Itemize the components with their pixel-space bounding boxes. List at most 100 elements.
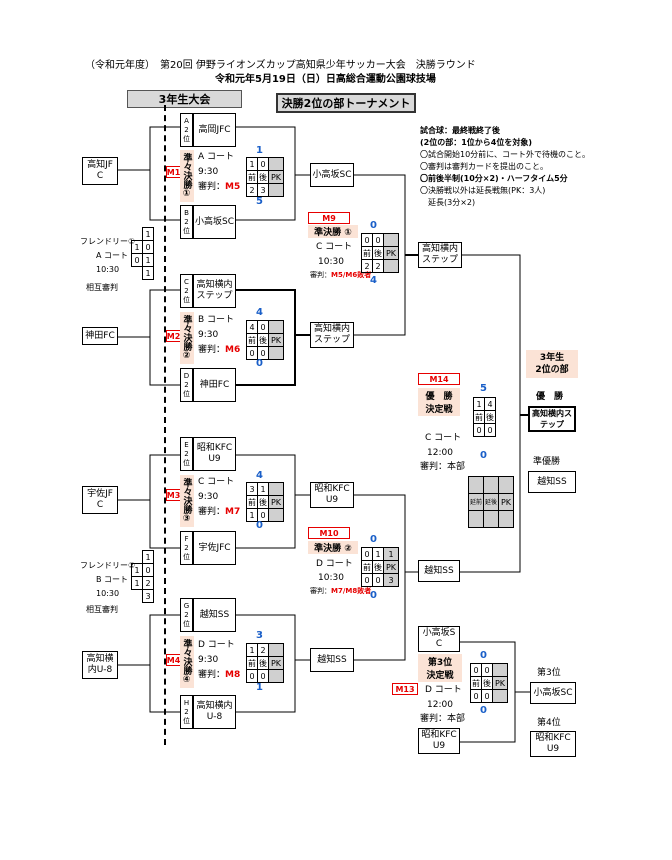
score-cell: 2 <box>142 576 154 590</box>
score-cell: 0 <box>246 669 258 683</box>
sf-winner-1: 高知横内ステップ <box>418 242 462 268</box>
score-cell: 3 <box>142 589 154 603</box>
third-label: 第3位 <box>537 668 561 678</box>
seed-d: D 2 位 <box>180 368 193 402</box>
r2-winner-2: 高知横内ステップ <box>310 322 354 348</box>
score-cell: 0 <box>257 320 269 334</box>
seed-e: E 2 位 <box>180 437 193 471</box>
note-line: 〇試合開始10分前に、コート外で待機のこと。 <box>420 150 590 159</box>
third-bot: 0 <box>480 705 487 716</box>
qf2-court: B コート <box>198 315 235 325</box>
qf2-tag: M2 <box>166 330 181 342</box>
final-title-2: 決定戦 <box>425 405 453 415</box>
ref-label: 審判： <box>198 670 226 680</box>
sf1-court: C コート <box>316 242 353 252</box>
score-cell: 0 <box>361 573 373 587</box>
score-cell: PK <box>268 656 284 670</box>
seed-f: F 2 位 <box>180 531 193 565</box>
final-court: C コート <box>425 433 462 443</box>
team-e: 昭和KFC U9 <box>193 437 236 471</box>
qf2-bot: 0 <box>256 358 263 369</box>
ref-value: M7 <box>225 507 241 517</box>
notes: 試合球：最終戦終了後 (2位の部：1位から4位を対象) 〇試合開始10分前に、コ… <box>420 125 590 209</box>
note-line: 〇審判は審判カードを提出のこと。 <box>420 162 548 171</box>
outer-team-4: 高知横 内U-8 <box>82 651 118 679</box>
qf1-bot: 5 <box>256 196 263 207</box>
third-team-2: 昭和KFC U9 <box>418 728 460 754</box>
sf1-bot: 4 <box>370 275 377 286</box>
friendly1-court: A コート <box>96 251 129 260</box>
ref-value: M7/M8敗者 <box>331 587 372 595</box>
third-top: 0 <box>480 650 487 661</box>
score-cell: 1 <box>142 266 154 280</box>
friendly2-time: 10:30 <box>96 589 120 598</box>
score-cell: 後 <box>481 676 493 690</box>
qf4-bot: 1 <box>256 682 263 693</box>
score-cell: 後 <box>372 246 384 260</box>
score-cell: 前 <box>361 560 373 574</box>
score-cell: 1 <box>142 227 154 241</box>
score-cell: PK <box>383 560 399 574</box>
score-cell: 前 <box>361 246 373 260</box>
score-cell: 前 <box>470 676 482 690</box>
fourth-team: 昭和KFC U9 <box>530 731 576 757</box>
final-tag: M14 <box>418 373 460 385</box>
score-cell: 4 <box>484 397 496 411</box>
score-cell: 後 <box>484 410 496 424</box>
third-tag: M13 <box>392 683 418 695</box>
score-cell: 0 <box>470 663 482 677</box>
score-cell: 延前 <box>468 493 484 511</box>
qf4-time: 9:30 <box>198 655 219 665</box>
score-cell: 1 <box>142 550 154 564</box>
third-team: 小高坂SC <box>530 682 576 704</box>
sf1-tag: M9 <box>308 212 350 224</box>
note-line: (2位の部：1位から4位を対象) <box>420 138 533 147</box>
seed-a: A 2 位 <box>180 113 193 147</box>
third-title-1: 第3位 <box>427 658 453 668</box>
friendly1-time: 10:30 <box>96 265 120 274</box>
score-cell: 1 <box>246 643 258 657</box>
ref-label: 審判： <box>310 271 331 279</box>
score-cell: 延後 <box>483 493 499 511</box>
ref-value: M8 <box>225 670 241 680</box>
score-cell: 後 <box>257 170 269 184</box>
qf3-bot: 0 <box>256 520 263 531</box>
score-cell: PK <box>268 333 284 347</box>
r2-winner-4: 越知SS <box>310 648 354 672</box>
team-c: 高知横内ステップ <box>193 274 236 308</box>
qf4-tag: M4 <box>166 654 181 666</box>
sf1-title: 準決勝 ① <box>308 225 358 238</box>
final-ref: 審判：本部 <box>420 462 466 472</box>
friendly2-ref: 相互審判 <box>86 605 118 614</box>
team-h: 高知横内U-8 <box>193 695 236 729</box>
score-cell <box>498 476 514 494</box>
second-team: 越知SS <box>528 471 576 493</box>
qf4-court: D コート <box>198 640 235 650</box>
qf3-tag: M3 <box>166 489 181 501</box>
sf2-court: D コート <box>316 559 353 569</box>
qf1-title: 準々決勝① <box>180 150 194 202</box>
ref-value: M6 <box>225 345 241 355</box>
seed-g: G 2 位 <box>180 598 193 632</box>
note-line: 〇決勝戦以外は延長戦無(PK：3人) <box>420 186 546 195</box>
score-cell: 前 <box>246 495 258 509</box>
third-title-2: 決定戦 <box>426 671 454 681</box>
score-cell: 前 <box>246 656 258 670</box>
score-cell: 1 <box>131 240 143 254</box>
score-cell: 後 <box>257 333 269 347</box>
score-cell: 前 <box>473 410 485 424</box>
friendly2-label: フレンドリー② <box>80 561 136 570</box>
score-cell <box>468 476 484 494</box>
score-cell <box>268 482 284 496</box>
qf4-title: 準々決勝④ <box>180 636 194 688</box>
final-time: 12:00 <box>427 448 453 458</box>
score-cell <box>383 259 399 273</box>
score-cell: PK <box>492 676 508 690</box>
qf3-top: 4 <box>256 470 263 481</box>
qf3-time: 9:30 <box>198 492 219 502</box>
score-cell <box>468 510 484 528</box>
score-cell: PK <box>498 493 514 511</box>
seed-c: C 2 位 <box>180 274 193 308</box>
